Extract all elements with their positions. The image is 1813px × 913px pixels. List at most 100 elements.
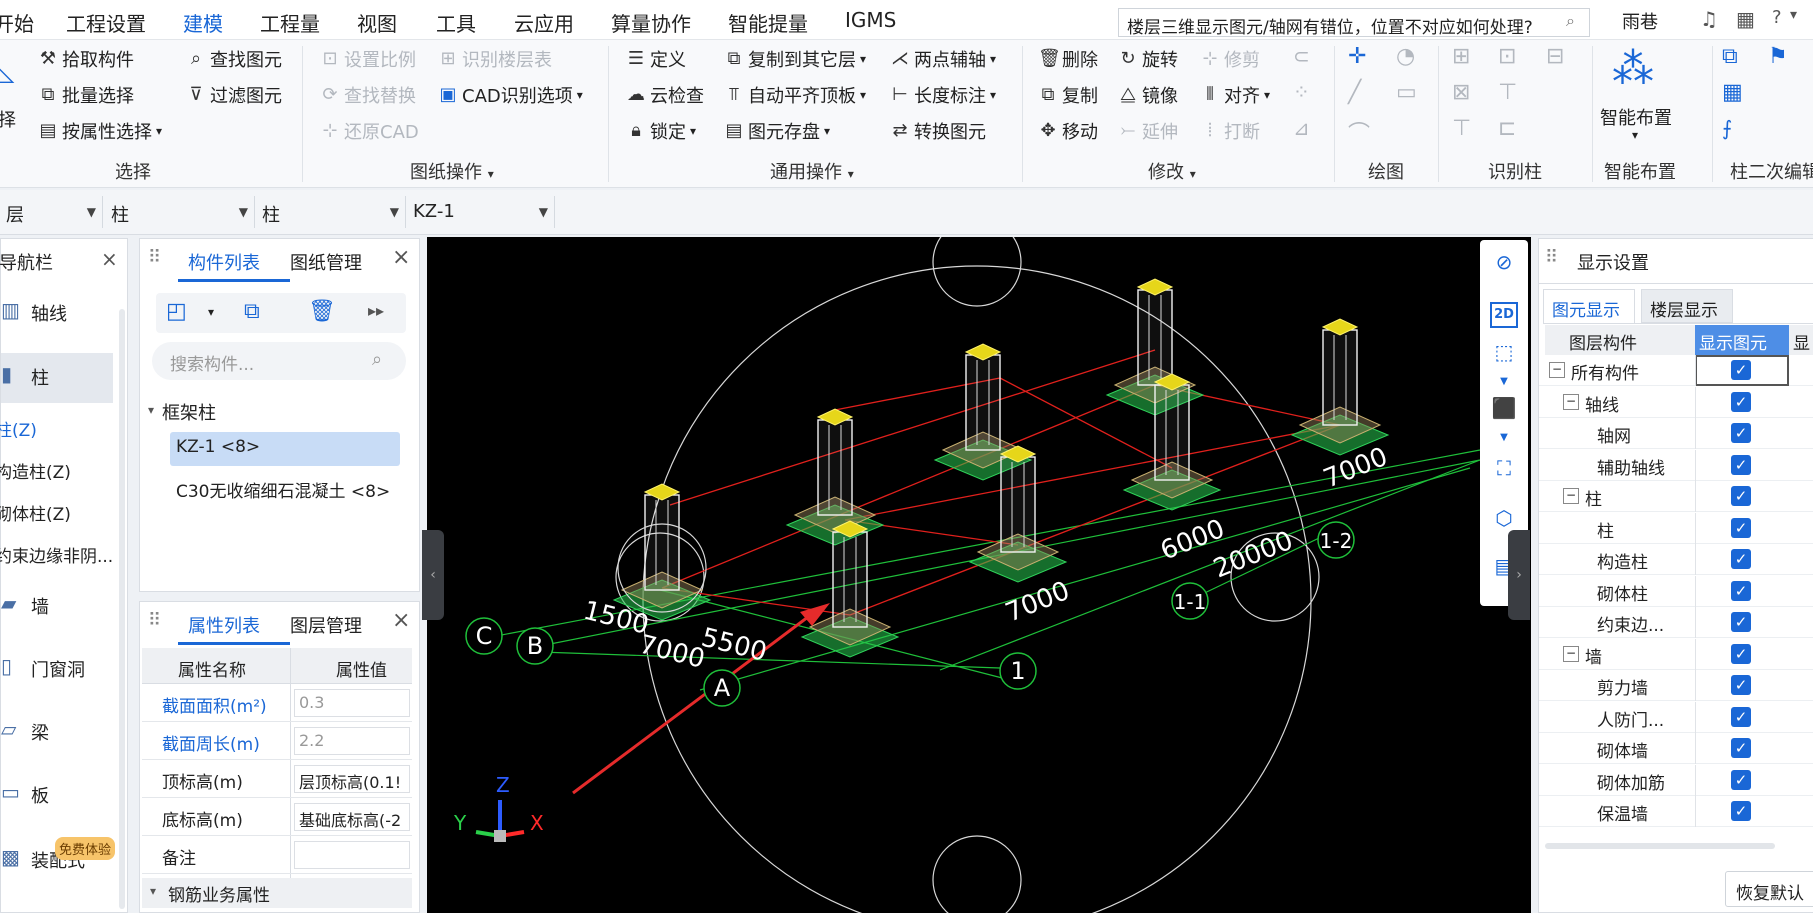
- delete-button[interactable]: 🗑︎删除: [1038, 46, 1098, 72]
- restore-default-button[interactable]: 恢复默认: [1725, 871, 1813, 907]
- group-modify-label[interactable]: 修改 ▾: [1148, 158, 1196, 184]
- tab-floor-display[interactable]: 楼层显示: [1641, 289, 1733, 323]
- attribute-value-field[interactable]: [294, 841, 410, 869]
- attribute-value-field[interactable]: 基础底标高(-2: [294, 803, 410, 831]
- nav-subitem[interactable]: 砌体柱(Z): [0, 505, 71, 525]
- grid-icon[interactable]: ▦: [1722, 80, 1743, 105]
- trim-button[interactable]: ⊹修剪: [1200, 46, 1260, 72]
- nav-item[interactable]: 梁: [31, 723, 49, 744]
- search-icon[interactable]: ⌕: [1566, 11, 1575, 30]
- delete-component-icon[interactable]: 🗑︎: [308, 299, 336, 324]
- group-common-label[interactable]: 通用操作 ▾: [770, 158, 854, 184]
- tab-component-list[interactable]: 构件列表: [188, 253, 260, 274]
- arc-draw-icon[interactable]: ⌒: [1348, 122, 1371, 147]
- menu-collaboration[interactable]: 算量协作: [611, 12, 691, 36]
- tab-drawing-management[interactable]: 图纸管理: [290, 253, 362, 274]
- collapse-icon[interactable]: −: [1563, 393, 1579, 410]
- recognize-wall-icon[interactable]: ⊏: [1498, 116, 1517, 141]
- edit-icon[interactable]: ⊿: [1293, 116, 1310, 140]
- solid-cube-icon[interactable]: ⬛: [1491, 396, 1517, 420]
- nav-item[interactable]: 板: [31, 786, 49, 807]
- recognize-edge-icon[interactable]: ⊤: [1498, 80, 1518, 105]
- more-icon[interactable]: ▸▸: [368, 301, 385, 320]
- tab-attribute-list[interactable]: 属性列表: [188, 616, 260, 637]
- show-element-checkbox[interactable]: ✓: [1731, 486, 1751, 506]
- extend-button[interactable]: ⤚延伸: [1118, 118, 1178, 144]
- menu-cloud[interactable]: 云应用: [514, 12, 574, 36]
- component-item-kz1[interactable]: KZ-1 <8>: [176, 437, 261, 457]
- subtype-select[interactable]: 柱▼: [256, 196, 406, 228]
- 3d-box-icon[interactable]: ⬡: [1495, 506, 1513, 530]
- show-element-checkbox[interactable]: ✓: [1731, 675, 1751, 695]
- find-element-button[interactable]: ⌕查找图元: [186, 46, 282, 72]
- cloud-check-button[interactable]: ☁云检查: [626, 82, 704, 108]
- view-2d-button[interactable]: 2D: [1490, 302, 1518, 328]
- component-select[interactable]: KZ-1▼: [407, 196, 555, 228]
- offset-icon[interactable]: ⊂: [1293, 44, 1310, 68]
- category-frame-column[interactable]: 框架柱: [162, 403, 216, 424]
- lock-button[interactable]: 🔒︎锁定▾: [626, 118, 696, 144]
- menu-modeling[interactable]: 建模: [183, 8, 223, 45]
- drag-handle-icon[interactable]: ⠿: [1545, 247, 1559, 268]
- copy-button[interactable]: ⧉复制: [1038, 82, 1098, 108]
- break-button[interactable]: ⦙打断: [1200, 118, 1260, 144]
- drag-handle-icon[interactable]: ⠿: [148, 247, 162, 268]
- help-search-input[interactable]: 楼层三维显示图元/轴网有错位，位置不对应如何处理?: [1118, 8, 1590, 37]
- convert-element-button[interactable]: ⇄转换图元: [890, 118, 986, 144]
- horizontal-scrollbar[interactable]: [1545, 843, 1775, 849]
- help-dropdown-icon[interactable]: ▾: [1790, 7, 1798, 23]
- nav-scrollbar[interactable]: [119, 309, 125, 909]
- menu-smart-extract[interactable]: 智能提量: [728, 12, 808, 36]
- headset-icon[interactable]: ♫: [1700, 7, 1718, 31]
- find-replace-button[interactable]: ⟳查找替换: [320, 82, 416, 108]
- show-element-checkbox[interactable]: ✓: [1731, 391, 1751, 412]
- drag-handle-icon[interactable]: ⠿: [148, 610, 162, 631]
- fullscreen-icon[interactable]: ⛶: [1497, 456, 1511, 480]
- free-trial-badge[interactable]: 免费体验: [55, 837, 116, 860]
- menu-project-settings[interactable]: 工程设置: [66, 12, 146, 36]
- select-big-button[interactable]: 择: [0, 106, 16, 132]
- define-button[interactable]: ☰定义: [626, 46, 686, 72]
- collapse-icon[interactable]: −: [1549, 362, 1565, 378]
- attribute-value-field[interactable]: 0.3: [294, 689, 410, 717]
- split-icon[interactable]: ⁘: [1293, 80, 1310, 104]
- show-element-checkbox[interactable]: ✓: [1731, 454, 1751, 475]
- menu-quantity[interactable]: 工程量: [260, 12, 320, 36]
- section-rebar-business[interactable]: 钢筋业务属性: [168, 886, 270, 906]
- close-icon[interactable]: ×: [101, 247, 118, 271]
- close-icon[interactable]: ×: [392, 608, 411, 633]
- collapse-icon[interactable]: −: [1563, 488, 1579, 504]
- search-icon[interactable]: ⌕: [372, 349, 383, 370]
- collapse-left-handle[interactable]: ‹: [422, 530, 444, 620]
- smart-layout-icon[interactable]: ⁂: [1612, 44, 1654, 93]
- show-element-checkbox[interactable]: ✓: [1731, 549, 1751, 569]
- component-item-concrete[interactable]: C30无收缩细石混凝土 <8>: [176, 482, 391, 502]
- user-name[interactable]: 雨巷: [1622, 12, 1658, 33]
- element-save-button[interactable]: ▤图元存盘▾: [724, 118, 830, 144]
- show-element-checkbox[interactable]: ✓: [1731, 360, 1751, 380]
- pick-component-button[interactable]: ⚒拾取构件: [38, 46, 134, 72]
- show-element-checkbox[interactable]: ✓: [1731, 738, 1751, 758]
- auto-align-top-button[interactable]: ⫪自动平齐顶板▾: [724, 82, 866, 108]
- rotate-button[interactable]: ↻旋转: [1118, 46, 1178, 72]
- show-element-checkbox[interactable]: ✓: [1731, 580, 1751, 601]
- tab-layer-management[interactable]: 图层管理: [290, 616, 362, 637]
- rotate-point-icon[interactable]: ◔: [1396, 44, 1416, 69]
- dropdown-icon[interactable]: ▾: [1632, 128, 1639, 142]
- smart-layout-button[interactable]: 智能布置: [1600, 104, 1672, 130]
- nav-subitem[interactable]: 柱(Z): [0, 421, 37, 441]
- nav-item[interactable]: 墙: [31, 597, 49, 618]
- recognize-large-icon[interactable]: ⊠: [1452, 80, 1471, 105]
- two-point-axis-button[interactable]: ⋌两点辅轴▾: [890, 46, 996, 72]
- dropdown-icon[interactable]: ▾: [208, 305, 215, 319]
- show-element-checkbox[interactable]: ✓: [1731, 769, 1751, 790]
- batch-select-button[interactable]: ⧉批量选择: [38, 82, 134, 108]
- copy-to-floor-button[interactable]: ⧉复制到其它层▾: [724, 46, 866, 72]
- show-element-header[interactable]: 显示图元: [1699, 334, 1767, 354]
- cad-options-button[interactable]: ▣CAD识别选项▾: [438, 82, 582, 108]
- calculator-icon[interactable]: ▦: [1736, 7, 1755, 31]
- close-icon[interactable]: ×: [392, 245, 411, 270]
- mirror-button[interactable]: ⧋镜像: [1118, 82, 1178, 108]
- show-element-checkbox[interactable]: ✓: [1731, 517, 1751, 538]
- restore-cad-button[interactable]: ⊹还原CAD: [320, 118, 418, 144]
